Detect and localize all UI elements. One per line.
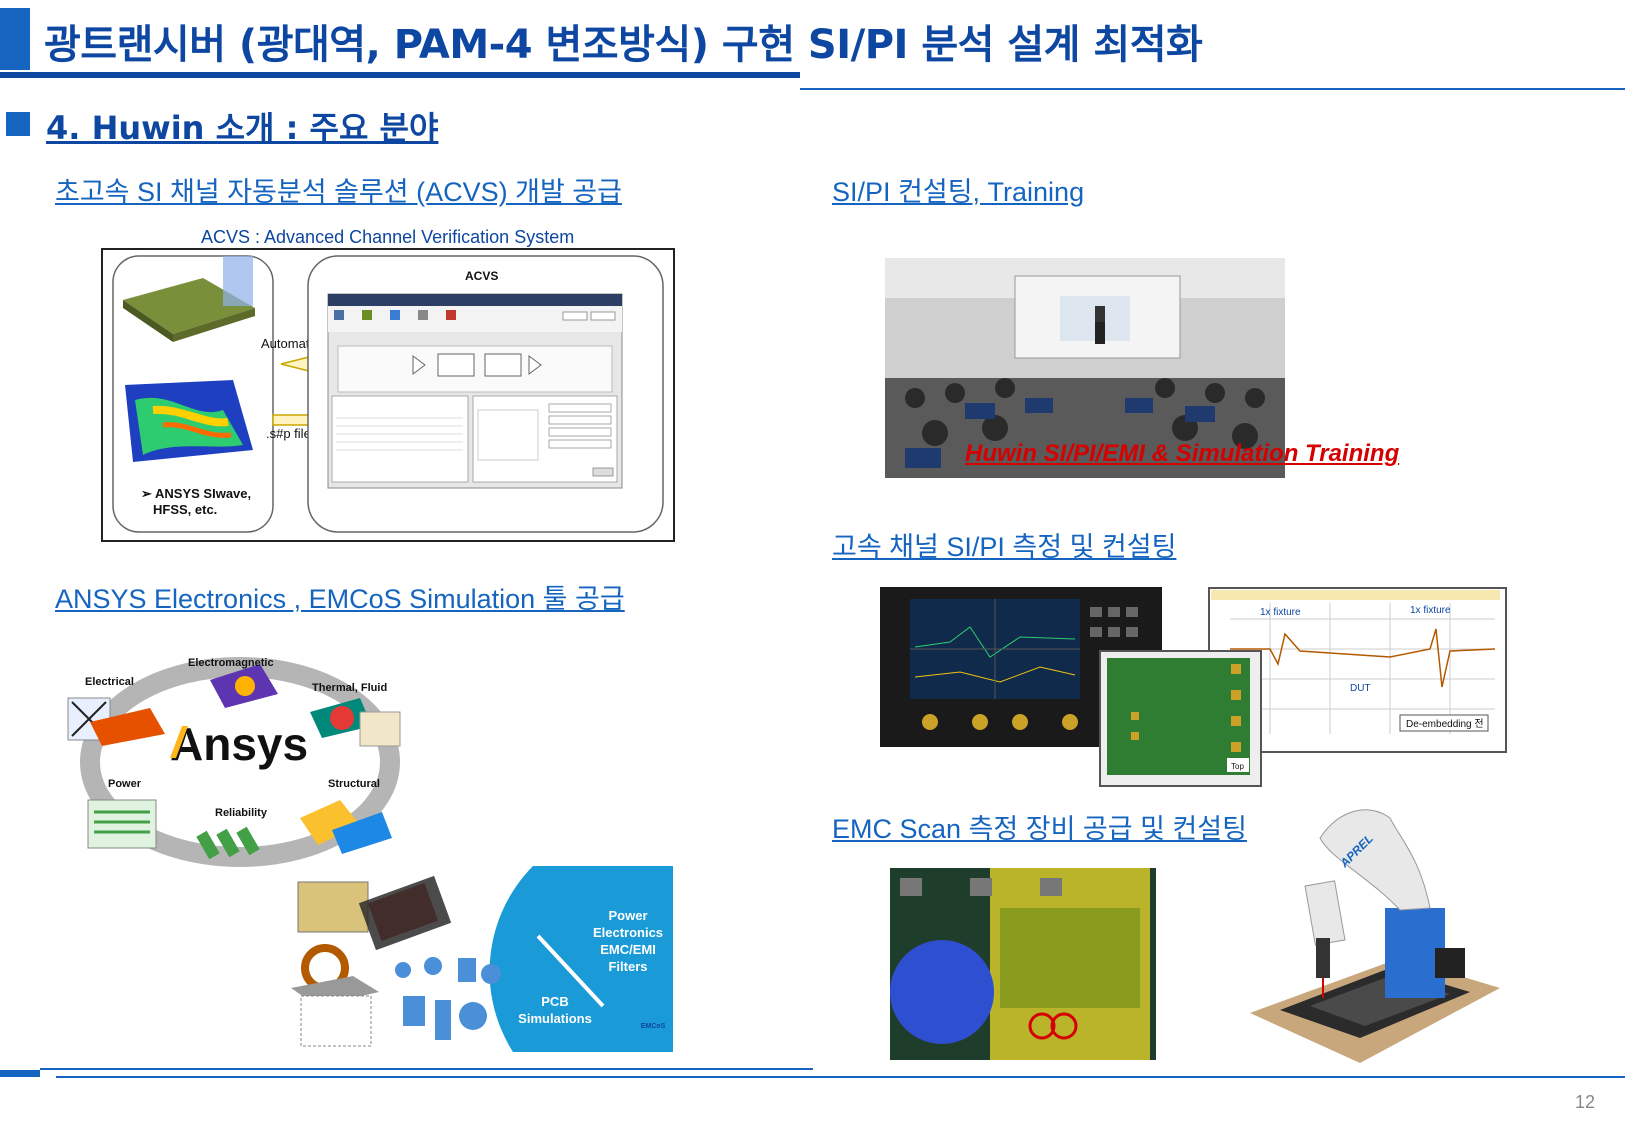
label-electrical: Electrical [85, 676, 134, 688]
measure-heading[interactable]: 고속 채널 SI/PI 측정 및 컨설팅 [832, 532, 1177, 562]
emc-robot-photo: APREL [1250, 798, 1500, 1068]
emcos-power-line2: Electronics [593, 925, 663, 940]
emcos-brand: EMCoS [641, 1023, 666, 1030]
title-accent-bar [0, 8, 30, 70]
ansys-heading[interactable]: ANSYS Electronics , EMCoS Simulation 툴 공… [55, 584, 625, 614]
section-title: 4. Huwin 소개 : 주요 분야 [46, 109, 439, 147]
label-structural: Structural [328, 778, 380, 790]
emc-heading[interactable]: EMC Scan 측정 장비 공급 및 컨설팅 [832, 814, 1247, 844]
title-underline [0, 72, 800, 78]
emcos-pcb-line2: Simulations [518, 1011, 592, 1026]
page-number: 12 [1574, 1092, 1595, 1112]
files-label: .s#p files [266, 426, 318, 441]
fixture-board-photo: Top [1099, 650, 1262, 787]
training-photo [885, 258, 1285, 478]
fixture-right-label: 1x fixture [1410, 605, 1451, 616]
ansys-wheel-graphic: Ansys Electromagnetic Electrical Thermal… [60, 650, 420, 870]
page-title: 광트랜시버 (광대역, PAM-4 변조방식) 구현 SI/PI 분석 설계 최… [44, 22, 1203, 68]
emc-scan-photo [890, 868, 1156, 1060]
emcos-graphic: Power Electronics EMC/EMI Filters PCB Si… [283, 866, 673, 1052]
acvs-tools-note2: HFSS, etc. [153, 502, 217, 517]
footer-accent [0, 1070, 40, 1077]
emcos-pcb-line1: PCB [541, 994, 568, 1009]
acvs-heading[interactable]: 초고속 SI 채널 자동분석 솔루션 (ACVS) 개발 공급 [55, 177, 622, 207]
label-power: Power [108, 778, 142, 790]
section-bullet-icon [6, 112, 30, 136]
ansys-logo: Ansys [170, 718, 308, 770]
emcos-power-line3: EMC/EMI [600, 942, 656, 957]
acvs-subtitle: ACVS : Advanced Channel Verification Sys… [201, 227, 575, 247]
acvs-diagram: ➢ ANSYS SIwave, HFSS, etc. Automation .s… [101, 248, 675, 542]
acvs-tools-note: ➢ ANSYS SIwave, [141, 486, 251, 501]
footer-line [56, 1076, 1625, 1078]
dut-label: DUT [1350, 683, 1371, 694]
label-reliability: Reliability [215, 807, 268, 819]
title-divider [800, 88, 1625, 90]
label-thermal: Thermal, Fluid [312, 682, 387, 694]
emcos-power-line4: Filters [608, 959, 647, 974]
training-caption: Huwin SI/PI/EMI & Simulation Training [965, 440, 1400, 467]
board-tag: Top [1231, 762, 1244, 771]
label-electromagnetic: Electromagnetic [188, 657, 274, 669]
footer-line-mid [40, 1068, 813, 1070]
acvs-window-title: ACVS [465, 269, 498, 283]
training-heading[interactable]: SI/PI 컨설팅, Training [832, 177, 1085, 207]
fixture-left-label: 1x fixture [1260, 607, 1301, 618]
deembedding-label: De-embedding 전 [1406, 718, 1484, 730]
emcos-power-line1: Power [608, 908, 647, 923]
